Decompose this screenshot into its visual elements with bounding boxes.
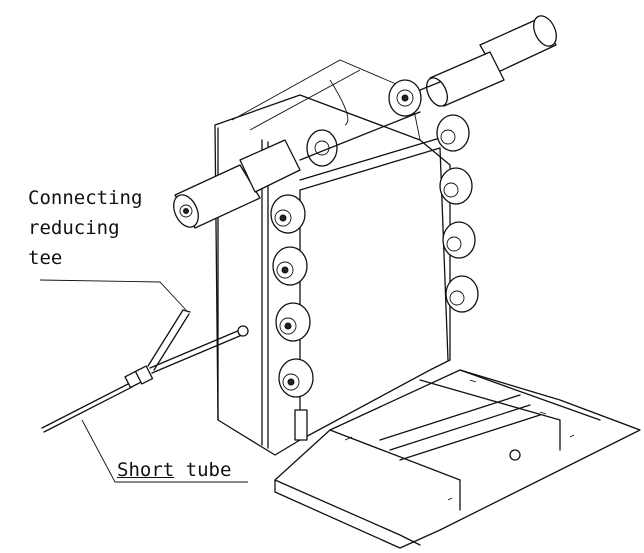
callout-leaders: [39, 279, 248, 483]
connecting-reducing-tee-label: Connecting reducing tee: [28, 183, 142, 273]
tee-label-line-3: tee: [28, 247, 63, 269]
base-tray: [274, 369, 641, 549]
reducing-tee-assembly: [41, 309, 249, 433]
top-right-roller-bar: [388, 15, 557, 117]
tee-label-line-2: reducing: [28, 217, 120, 239]
short-tube-label: Short tube: [117, 455, 231, 485]
tee-label-line-1: Connecting: [28, 187, 143, 209]
back-frame-plate: [214, 59, 451, 456]
short-tube-label-underlined: Short: [117, 459, 175, 481]
top-left-roller-bar: [173, 111, 421, 229]
right-roller-column: [436, 114, 479, 313]
short-tube-label-rest: tube: [174, 459, 232, 481]
left-roller-column: [270, 194, 314, 441]
